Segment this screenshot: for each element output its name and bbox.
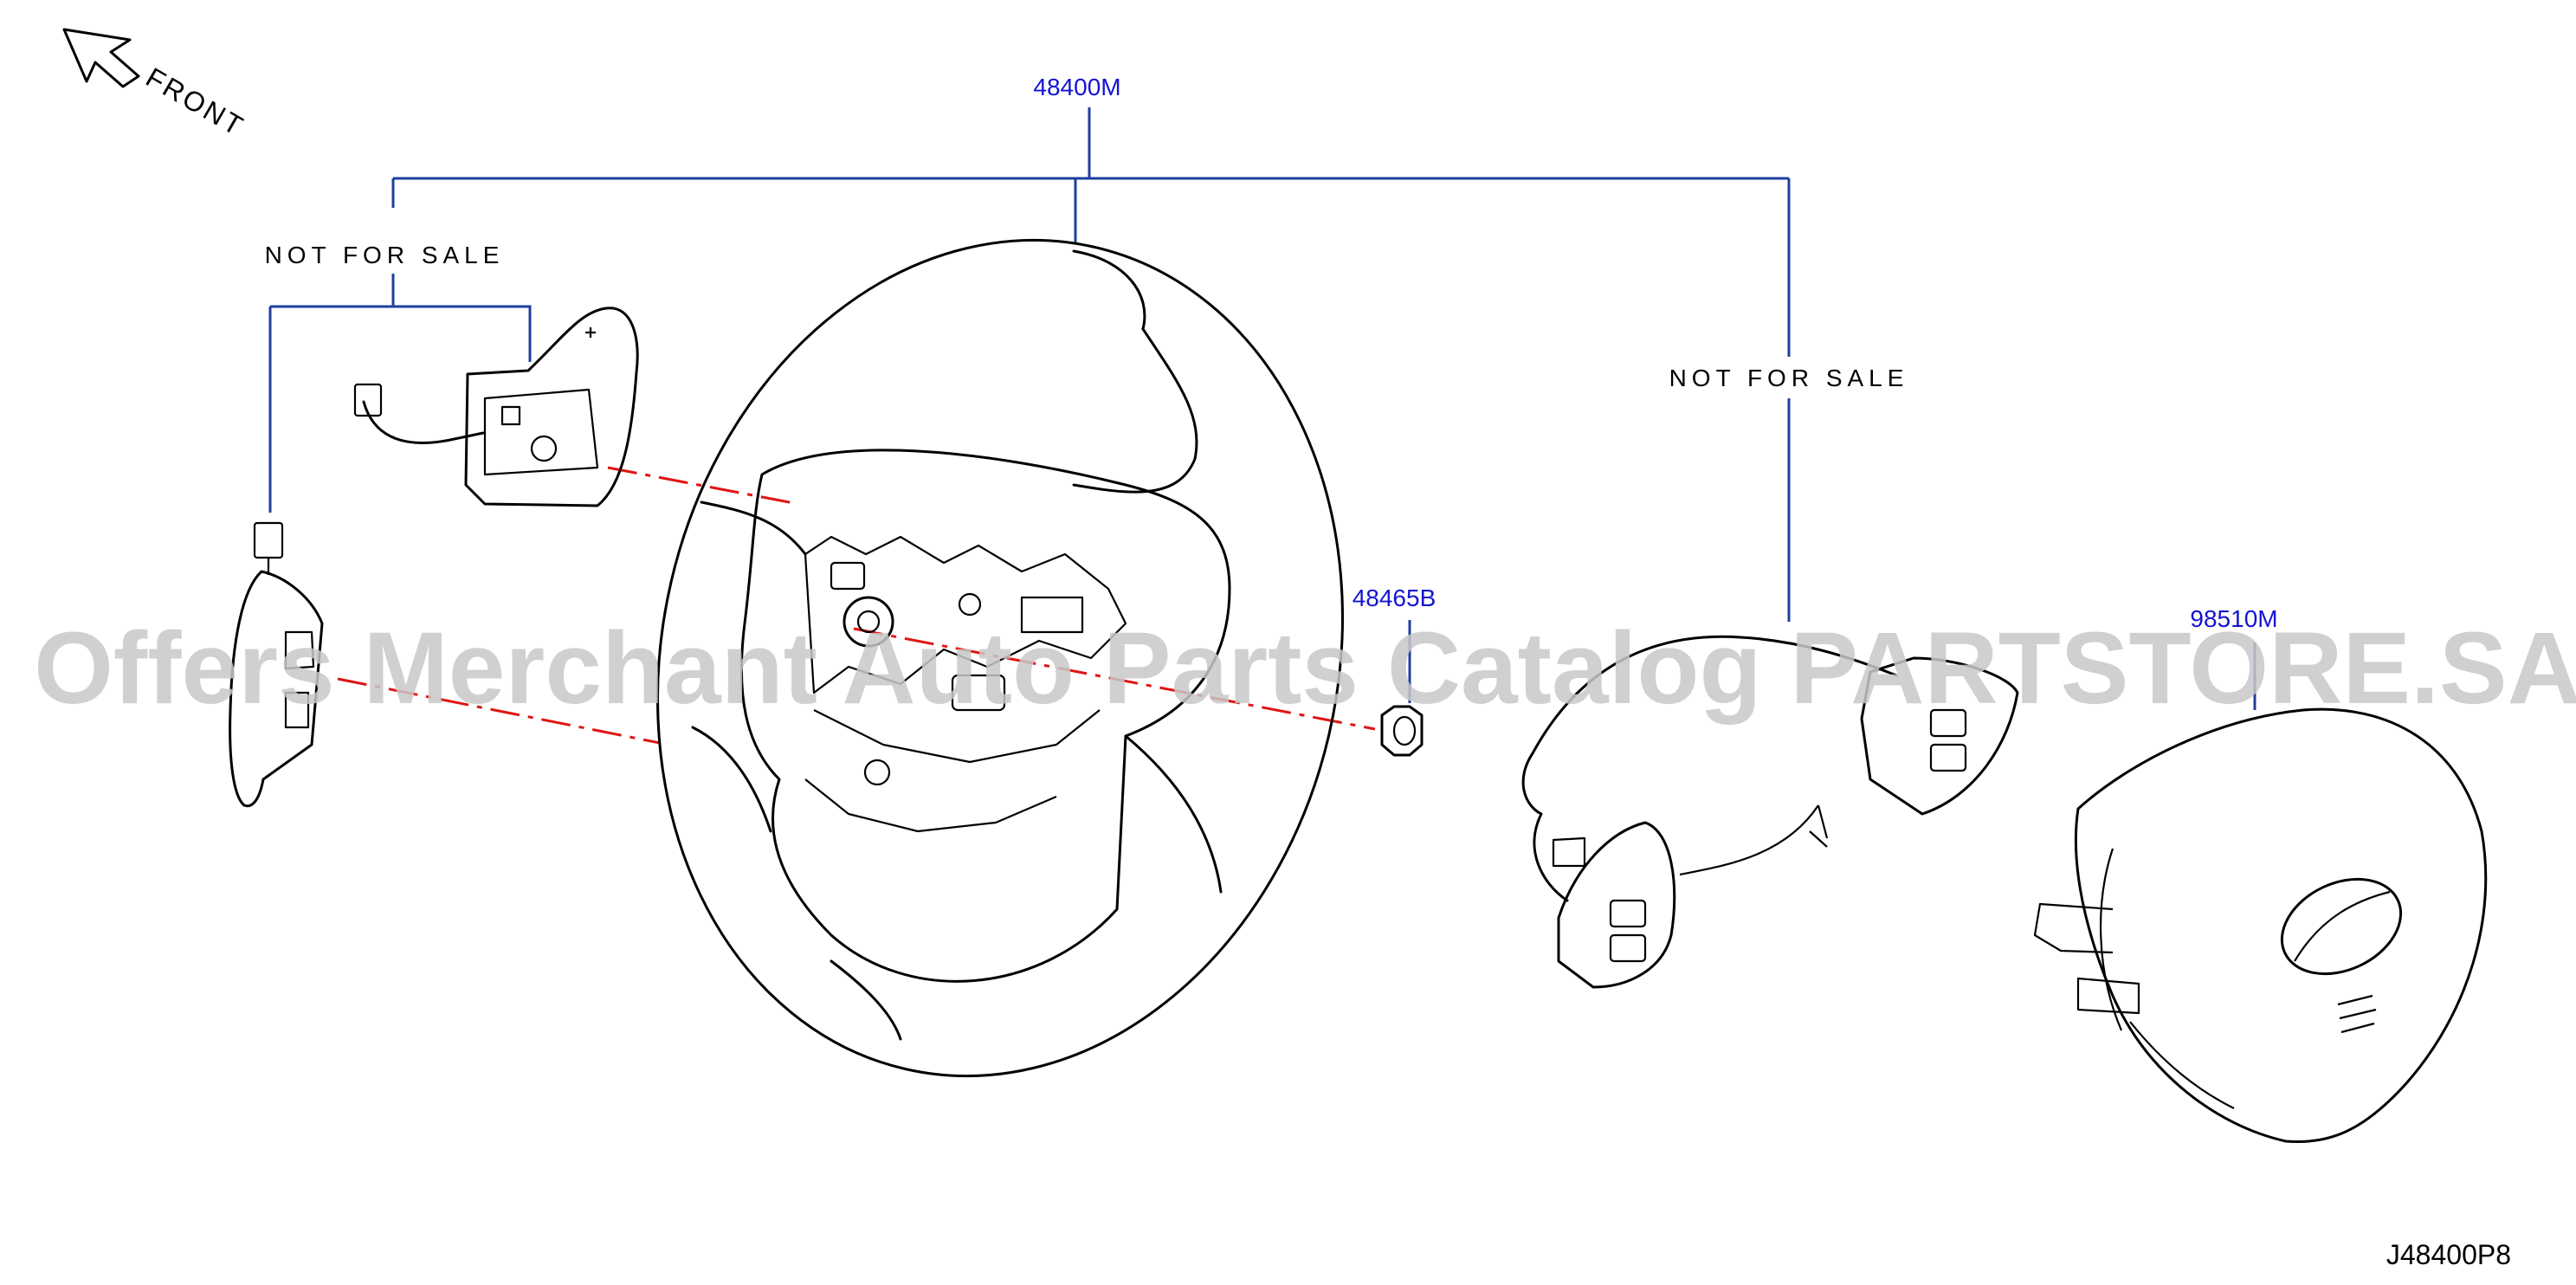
right-switch-harness-drawing <box>1521 635 2019 989</box>
diagram-reference: J48400P8 <box>2386 1239 2511 1270</box>
part-number-98510m[interactable]: 98510M <box>2190 605 2277 632</box>
not-for-sale-right-label: NOT FOR SALE <box>1669 365 1909 391</box>
watermark-text: Offers Merchant Auto Parts Catalog PARTS… <box>34 611 2576 726</box>
front-label: FRONT <box>141 61 250 143</box>
part-number-48400m[interactable]: 48400M <box>1033 74 1120 100</box>
assembly-axis <box>337 466 1376 745</box>
front-arrow-icon <box>62 28 140 88</box>
left-steering-switch-drawing <box>229 521 324 808</box>
not-for-sale-left-label: NOT FOR SALE <box>265 242 505 268</box>
part-number-48465b[interactable]: 48465B <box>1353 584 1436 611</box>
callout-lines <box>268 107 2256 710</box>
nut-drawing <box>1380 705 1424 757</box>
steering-wheel-drawing <box>656 238 1344 1078</box>
front-direction-indicator: FRONT <box>62 28 250 143</box>
airbag-module-drawing <box>2033 707 2488 1144</box>
left-paddle-switch-drawing <box>353 307 639 507</box>
